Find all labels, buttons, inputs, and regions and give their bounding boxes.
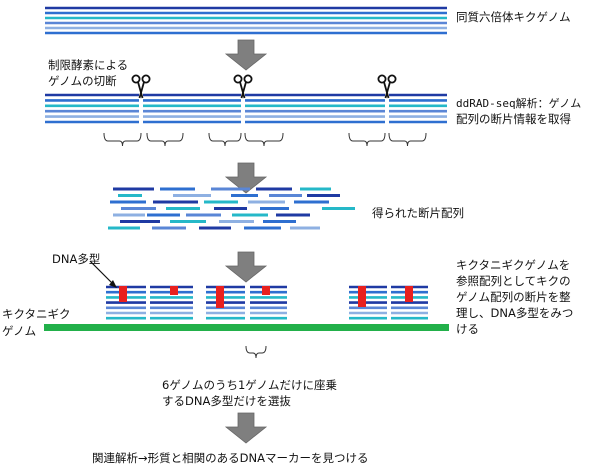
fragment-bracket: [244, 132, 284, 147]
polymorphism-marker: [262, 286, 270, 295]
hexaploid-genome-lines: [45, 6, 447, 35]
pointer-arrowhead: [109, 280, 117, 288]
polymorphism-marker: [119, 286, 127, 302]
reference-note-line2: 参照配列としてキクの: [456, 274, 571, 288]
kikutanigiku-label-line1: キクタニギク: [2, 307, 71, 321]
reference-genome: [44, 324, 449, 331]
pointer-line: [89, 260, 115, 286]
fragment-bracket: [146, 132, 184, 147]
dna-polymorphism-pointer: [89, 260, 117, 288]
down-arrow-icon: [224, 162, 268, 194]
down-arrow-icon: [224, 412, 268, 444]
kikutanigiku-label-line2: ゲノム: [2, 324, 37, 338]
scissors-group: [131, 74, 397, 99]
polymorphism-marker: [170, 286, 178, 295]
fragment-bracket: [208, 132, 242, 147]
fragment-brackets: [103, 132, 427, 147]
polymorphism-marker: [216, 286, 224, 308]
polymorphism-marker: [405, 286, 413, 302]
ddrad-label-line2: 配列の断片情報を取得: [456, 112, 571, 126]
selection-note-line1: 6ゲノムのうち1ゲノムだけに座乗: [162, 378, 337, 392]
down-arrow-icon: [224, 251, 268, 283]
cut-genome-lines: [45, 93, 447, 124]
reference-note-line3: ゲノム配列の断片を整: [456, 290, 571, 304]
enzyme-cut-label-line1: 制限酵素による: [48, 58, 129, 72]
aligned-fragment-stacks: [106, 285, 428, 320]
fragment-bars: [108, 187, 355, 230]
hexaploid-genome-label: 同質六倍体キクゲノム: [456, 10, 571, 24]
selection-note-line2: するDNA多型だけを選抜: [162, 394, 291, 408]
down-arrow-icon: [224, 39, 268, 71]
fragment-bracket: [245, 345, 267, 359]
fragment-bracket: [388, 132, 427, 147]
ddrad-label-line1: ddRAD-seq解析：ゲノム: [456, 97, 582, 110]
scissors-icon: [131, 74, 151, 99]
dna-polymorphism-label: DNA多型: [52, 252, 101, 266]
scissors-icon: [377, 74, 397, 99]
polymorphism-markers: [119, 286, 413, 308]
enzyme-cut-label-line2: ゲノムの切断: [48, 74, 117, 88]
scissors-icon: [233, 74, 253, 99]
step-arrows: [224, 39, 268, 444]
association-analysis-label: 関連解析→形質と相関のあるDNAマーカーを見つける: [92, 451, 369, 465]
reference-note-line1: キクタニギクゲノムを: [456, 258, 571, 272]
reference-note-line5: ける: [456, 322, 479, 336]
polymorphism-marker: [358, 286, 366, 307]
reference-note-line4: 理し、DNA多型をみつ: [456, 306, 574, 320]
selection-bracket: [245, 345, 267, 359]
reference-genome-bar: [44, 324, 449, 331]
fragment-bracket: [348, 132, 386, 147]
fragment-bracket: [103, 132, 142, 147]
fragments-label: 得られた断片配列: [372, 206, 464, 220]
